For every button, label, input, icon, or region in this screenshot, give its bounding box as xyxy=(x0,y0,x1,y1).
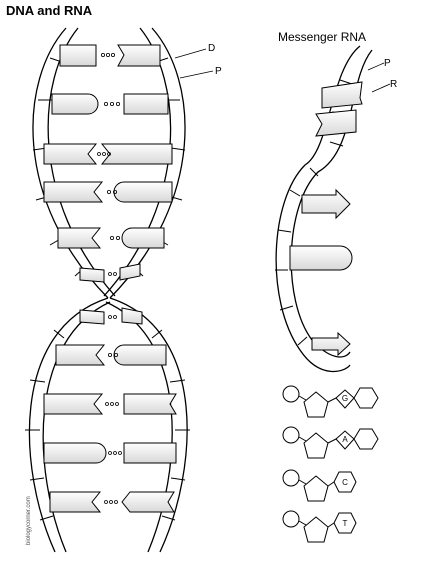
base-pair-10 xyxy=(43,442,177,464)
nucleotide-t xyxy=(282,510,357,543)
base-letter-g: G xyxy=(342,394,348,403)
dna-leader-lines xyxy=(174,48,214,79)
base-pair-3 xyxy=(43,143,173,165)
nucleotide-base-letters: G A C T xyxy=(342,394,348,528)
nucleotide-g xyxy=(282,385,379,418)
mrna-bases xyxy=(289,81,363,357)
base-pair-6 xyxy=(79,263,141,283)
base-letter-a: A xyxy=(342,435,348,444)
nucleotide-c xyxy=(282,469,357,502)
nucleotide-a xyxy=(282,426,379,459)
base-pair-5 xyxy=(57,227,165,249)
base-pair-2 xyxy=(51,93,169,115)
page-title: DNA and RNA xyxy=(6,3,93,18)
base-letter-t: T xyxy=(343,519,348,528)
mrna-leader-lines xyxy=(367,62,391,93)
base-pair-11 xyxy=(49,491,175,513)
label-deoxyribose: D xyxy=(208,43,216,54)
hydrogen-bonds xyxy=(97,53,122,504)
base-pair-1 xyxy=(59,44,161,67)
base-pair-9 xyxy=(43,393,177,415)
mrna-title: Messenger RNA xyxy=(278,30,367,44)
base-pair-4 xyxy=(43,181,173,203)
label-phosphate-dna: P xyxy=(215,66,222,77)
label-ribose-rna: R xyxy=(390,79,398,90)
base-pair-7 xyxy=(79,307,143,325)
label-phosphate-rna: P xyxy=(384,58,391,69)
dna-lower-backbone xyxy=(28,297,188,553)
base-letter-c: C xyxy=(342,478,348,487)
base-pair-8 xyxy=(55,344,167,366)
